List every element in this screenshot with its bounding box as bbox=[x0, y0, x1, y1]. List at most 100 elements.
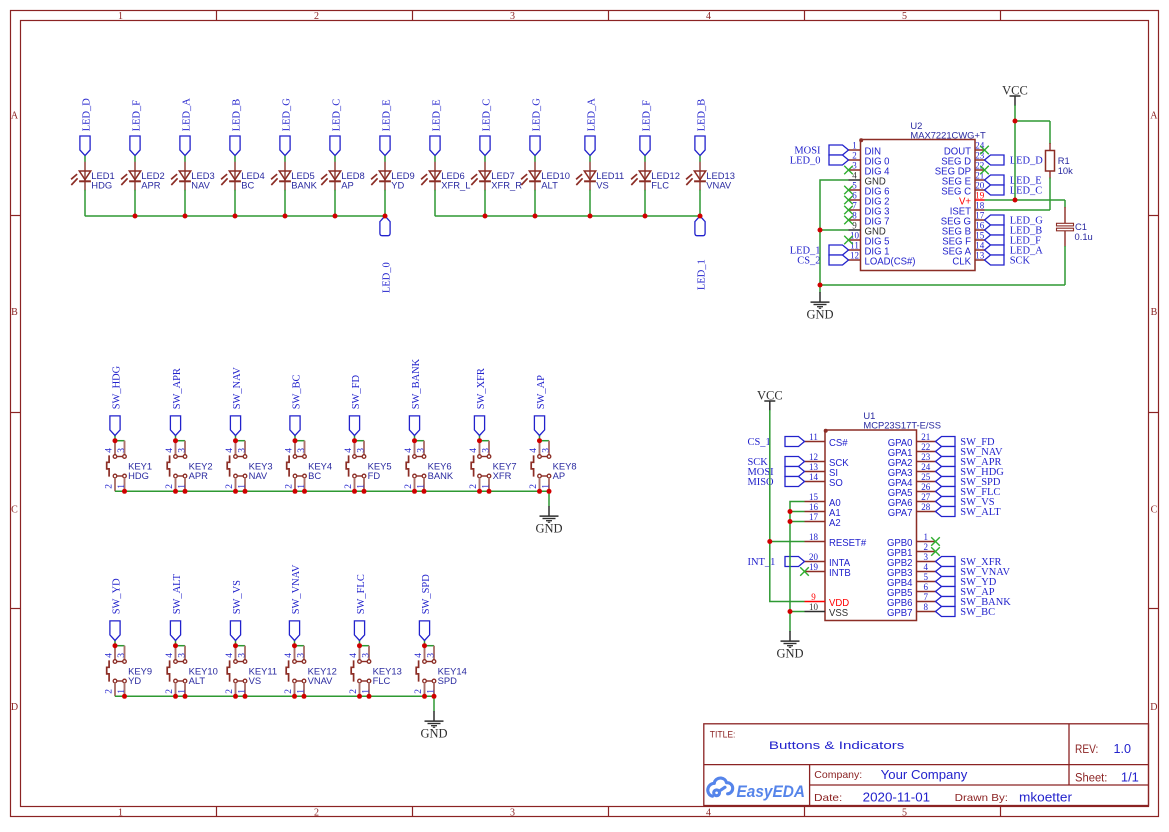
svg-text:SW_FD: SW_FD bbox=[960, 436, 994, 448]
svg-text:VNAV: VNAV bbox=[308, 675, 334, 686]
svg-text:2: 2 bbox=[924, 542, 929, 552]
svg-text:8: 8 bbox=[924, 602, 929, 612]
svg-text:SPD: SPD bbox=[438, 675, 458, 686]
svg-text:Your Company: Your Company bbox=[881, 767, 968, 782]
svg-text:LED6: LED6 bbox=[441, 170, 464, 181]
svg-text:7: 7 bbox=[924, 592, 929, 602]
svg-text:LOAD(CS#): LOAD(CS#) bbox=[865, 257, 916, 268]
svg-text:KEY14: KEY14 bbox=[438, 665, 467, 676]
svg-text:2: 2 bbox=[852, 151, 857, 161]
svg-text:KEY12: KEY12 bbox=[308, 665, 337, 676]
svg-text:FLC: FLC bbox=[651, 179, 669, 190]
svg-text:LED12: LED12 bbox=[651, 170, 680, 181]
svg-text:13: 13 bbox=[975, 251, 985, 261]
svg-text:DIG 7: DIG 7 bbox=[865, 217, 890, 228]
svg-text:21: 21 bbox=[975, 171, 984, 181]
svg-text:SO: SO bbox=[829, 478, 843, 489]
svg-text:SW_SPD: SW_SPD bbox=[960, 476, 1000, 488]
svg-text:2020-11-01: 2020-11-01 bbox=[863, 791, 930, 805]
svg-text:1.0: 1.0 bbox=[1114, 741, 1132, 756]
svg-text:LED_B: LED_B bbox=[695, 99, 707, 132]
svg-text:KEY8: KEY8 bbox=[553, 460, 577, 471]
svg-text:16: 16 bbox=[809, 502, 819, 512]
svg-text:A0: A0 bbox=[829, 498, 841, 509]
svg-text:SEG DP: SEG DP bbox=[935, 167, 971, 178]
svg-text:REV:: REV: bbox=[1075, 744, 1098, 756]
svg-text:SW_VS: SW_VS bbox=[231, 580, 243, 614]
svg-text:GPB5: GPB5 bbox=[887, 588, 913, 599]
svg-text:ALT: ALT bbox=[541, 179, 558, 190]
svg-text:SW_APR: SW_APR bbox=[960, 456, 1002, 468]
svg-text:15: 15 bbox=[975, 231, 985, 241]
svg-text:D: D bbox=[1150, 702, 1157, 713]
svg-text:FD: FD bbox=[368, 470, 381, 481]
svg-text:A2: A2 bbox=[829, 518, 841, 529]
svg-text:4: 4 bbox=[924, 562, 929, 572]
svg-text:GPB2: GPB2 bbox=[887, 558, 913, 569]
svg-text:LED3: LED3 bbox=[191, 170, 214, 181]
svg-text:A: A bbox=[1150, 110, 1158, 121]
svg-text:10: 10 bbox=[850, 231, 860, 241]
svg-text:LED_C: LED_C bbox=[480, 99, 492, 132]
svg-text:GPA3: GPA3 bbox=[888, 468, 913, 479]
svg-text:LED_F: LED_F bbox=[130, 100, 142, 131]
svg-text:LED_D: LED_D bbox=[1010, 155, 1043, 167]
svg-text:1: 1 bbox=[852, 141, 857, 151]
svg-text:SEG D: SEG D bbox=[941, 157, 971, 168]
svg-text:BC: BC bbox=[308, 470, 321, 481]
svg-text:INTA: INTA bbox=[829, 558, 850, 569]
svg-text:3: 3 bbox=[510, 11, 515, 22]
svg-text:MOSI: MOSI bbox=[794, 145, 820, 157]
svg-text:LED_1: LED_1 bbox=[696, 259, 708, 290]
svg-text:XFR_L: XFR_L bbox=[441, 179, 470, 190]
svg-text:LED_E: LED_E bbox=[430, 99, 442, 131]
svg-text:LED1: LED1 bbox=[91, 170, 114, 181]
svg-text:27: 27 bbox=[921, 492, 931, 502]
svg-text:22: 22 bbox=[921, 442, 930, 452]
svg-text:SW_BC: SW_BC bbox=[290, 375, 302, 410]
svg-text:KEY11: KEY11 bbox=[249, 665, 278, 676]
svg-text:C1: C1 bbox=[1075, 221, 1087, 232]
svg-text:SW_YD: SW_YD bbox=[960, 576, 996, 588]
svg-text:13: 13 bbox=[809, 462, 819, 472]
svg-text:LED8: LED8 bbox=[341, 170, 364, 181]
svg-text:RESET#: RESET# bbox=[829, 538, 866, 549]
svg-text:3: 3 bbox=[510, 808, 515, 819]
svg-text:GPA0: GPA0 bbox=[888, 438, 913, 449]
svg-text:BANK: BANK bbox=[291, 179, 317, 190]
svg-text:1: 1 bbox=[118, 11, 123, 22]
svg-text:4: 4 bbox=[706, 11, 711, 22]
svg-text:GPB7: GPB7 bbox=[887, 608, 913, 619]
svg-text:SW_AP: SW_AP bbox=[960, 586, 994, 598]
svg-text:BC: BC bbox=[241, 179, 254, 190]
svg-text:SW_BANK: SW_BANK bbox=[410, 359, 422, 410]
svg-text:C: C bbox=[1151, 504, 1158, 515]
svg-text:SEG C: SEG C bbox=[941, 187, 971, 198]
svg-text:18: 18 bbox=[975, 201, 985, 211]
svg-text:SW_VNAV: SW_VNAV bbox=[290, 565, 302, 615]
svg-text:SW_NAV: SW_NAV bbox=[960, 446, 1002, 458]
svg-text:INTB: INTB bbox=[829, 568, 851, 579]
svg-text:SW_ALT: SW_ALT bbox=[171, 574, 183, 615]
svg-text:R1: R1 bbox=[1058, 155, 1070, 166]
svg-text:SW_BANK: SW_BANK bbox=[960, 596, 1011, 608]
svg-text:LED_1: LED_1 bbox=[790, 245, 821, 257]
svg-text:26: 26 bbox=[921, 482, 931, 492]
svg-text:2: 2 bbox=[314, 808, 319, 819]
svg-text:11: 11 bbox=[809, 432, 818, 442]
svg-text:KEY4: KEY4 bbox=[308, 460, 332, 471]
svg-text:15: 15 bbox=[809, 492, 819, 502]
svg-text:V+: V+ bbox=[959, 197, 971, 208]
svg-text:ALT: ALT bbox=[189, 675, 206, 686]
svg-text:DIG 5: DIG 5 bbox=[865, 237, 890, 248]
svg-text:SW_XFR: SW_XFR bbox=[475, 367, 487, 409]
svg-text:MISO: MISO bbox=[748, 476, 774, 488]
svg-text:GPB4: GPB4 bbox=[887, 578, 913, 589]
svg-text:GPA1: GPA1 bbox=[888, 448, 913, 459]
svg-text:SW_AP: SW_AP bbox=[535, 375, 547, 409]
svg-text:HDG: HDG bbox=[91, 179, 112, 190]
svg-text:KEY9: KEY9 bbox=[128, 665, 152, 676]
svg-text:6: 6 bbox=[924, 582, 929, 592]
svg-text:SW_HDG: SW_HDG bbox=[110, 366, 122, 410]
svg-text:CS#: CS# bbox=[829, 438, 848, 449]
